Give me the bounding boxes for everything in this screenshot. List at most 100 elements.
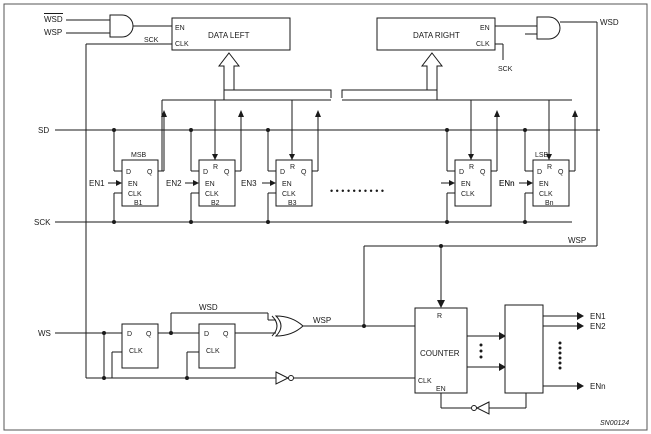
shift-cell-2 xyxy=(198,159,236,207)
wsp-input-label: WSP xyxy=(44,28,62,37)
ws-ff2-d: D xyxy=(204,331,209,338)
arrow xyxy=(527,180,533,186)
shift-cell-r: R xyxy=(290,164,295,171)
bus-bar-left xyxy=(223,89,332,100)
dot xyxy=(479,355,483,359)
shift-cell-q: Q xyxy=(301,169,307,176)
arrow xyxy=(494,110,500,117)
arrow xyxy=(193,180,199,186)
shift-cell-en: EN xyxy=(539,181,549,188)
ws-ff2-clk: CLK xyxy=(206,348,220,355)
sd-label: SD xyxy=(38,126,49,135)
wsp-top-label: WSP xyxy=(568,236,586,245)
shift-cell-name: B2 xyxy=(211,200,220,207)
inverter-clk xyxy=(275,371,290,385)
footer-code: SN00124 xyxy=(600,420,629,427)
shift-cell-d: D xyxy=(280,169,285,176)
bus-arrow-left xyxy=(217,52,241,91)
data-left-register xyxy=(171,17,291,51)
arrow xyxy=(546,154,552,160)
shift-cell-en-input: ENn xyxy=(499,179,515,188)
arrow xyxy=(572,110,578,117)
shift-cell-en: EN xyxy=(205,181,215,188)
junction xyxy=(266,128,270,132)
data-right-sck-label: SCK xyxy=(498,66,513,73)
data-left-label: DATA LEFT xyxy=(208,31,250,40)
shift-cell-d: D xyxy=(537,169,542,176)
shift-cell-d: D xyxy=(126,169,131,176)
ws-ff1-clk: CLK xyxy=(129,348,143,355)
data-right-clk: CLK xyxy=(476,41,490,48)
dot xyxy=(558,366,562,370)
shift-cell-name: Bn xyxy=(545,200,554,207)
shift-cell-q: Q xyxy=(480,169,486,176)
dot xyxy=(558,361,562,365)
ws-ff1 xyxy=(121,323,159,369)
ws-ff2-q: Q xyxy=(223,331,229,338)
inverter-en-bubble xyxy=(471,405,477,411)
xor-gate-back xyxy=(271,315,278,337)
junction xyxy=(439,244,443,248)
counter-clk: CLK xyxy=(418,378,432,385)
shift-cell-q: Q xyxy=(147,169,153,176)
inverter-en xyxy=(475,401,490,415)
data-right-label: DATA RIGHT xyxy=(413,31,460,40)
junction xyxy=(189,128,193,132)
junction xyxy=(523,128,527,132)
dot xyxy=(479,343,483,347)
shift-cell-en: EN xyxy=(128,181,138,188)
msb-label: MSB xyxy=(131,152,147,159)
shift-cell-r: R xyxy=(213,164,218,171)
bus-arrow-right xyxy=(420,52,444,91)
shift-cell-r: R xyxy=(547,164,552,171)
junction xyxy=(445,220,449,224)
shift-cell-name: B1 xyxy=(134,200,143,207)
shift-cell-d: D xyxy=(203,169,208,176)
shift-cell-3 xyxy=(275,159,313,207)
ws-ff1-d: D xyxy=(127,331,132,338)
lsb-label: LSB xyxy=(535,152,549,159)
data-right-register xyxy=(376,17,496,51)
arrow xyxy=(499,363,506,371)
arrow xyxy=(238,110,244,117)
xor-gate xyxy=(274,315,304,337)
arrow xyxy=(577,312,584,320)
data-right-en: EN xyxy=(480,25,490,32)
shift-cell-en-input: ENn xyxy=(499,179,515,188)
arrow xyxy=(270,180,276,186)
counter-r: R xyxy=(437,313,442,320)
dot xyxy=(558,346,562,350)
and-gate-left xyxy=(109,14,134,38)
shift-cell-name: B3 xyxy=(288,200,297,207)
wsd-right-label: WSD xyxy=(600,18,619,27)
dot xyxy=(558,351,562,355)
decoder-out-en2: EN2 xyxy=(590,322,606,331)
junction xyxy=(445,128,449,132)
arrow xyxy=(212,154,218,160)
shift-cell-en: EN xyxy=(282,181,292,188)
arrow xyxy=(577,382,584,390)
decoder-block xyxy=(504,304,544,394)
arrow xyxy=(449,180,455,186)
junction xyxy=(189,220,193,224)
data-left-sck-label: SCK xyxy=(144,37,159,44)
inverter-clk-bubble xyxy=(288,375,294,381)
junction xyxy=(102,376,106,380)
dot xyxy=(479,349,483,353)
shift-cell-en-input: EN1 xyxy=(89,179,105,188)
shift-cell-en-input: EN2 xyxy=(166,179,182,188)
shift-ellipsis: • • • • • • • • • • xyxy=(330,186,384,196)
arrow xyxy=(468,154,474,160)
arrow xyxy=(315,110,321,117)
wsp-mid-label: WSP xyxy=(313,316,331,325)
shift-cell-clk: CLK xyxy=(461,191,475,198)
wsd-bar-label: WSD xyxy=(44,15,63,24)
shift-cell-d: D xyxy=(459,169,464,176)
shift-cell-clk: CLK xyxy=(539,191,553,198)
shift-cell-q: Q xyxy=(224,169,230,176)
ws-ff2 xyxy=(198,323,236,369)
shift-cell-5 xyxy=(532,159,570,207)
counter-en: EN xyxy=(436,386,446,393)
